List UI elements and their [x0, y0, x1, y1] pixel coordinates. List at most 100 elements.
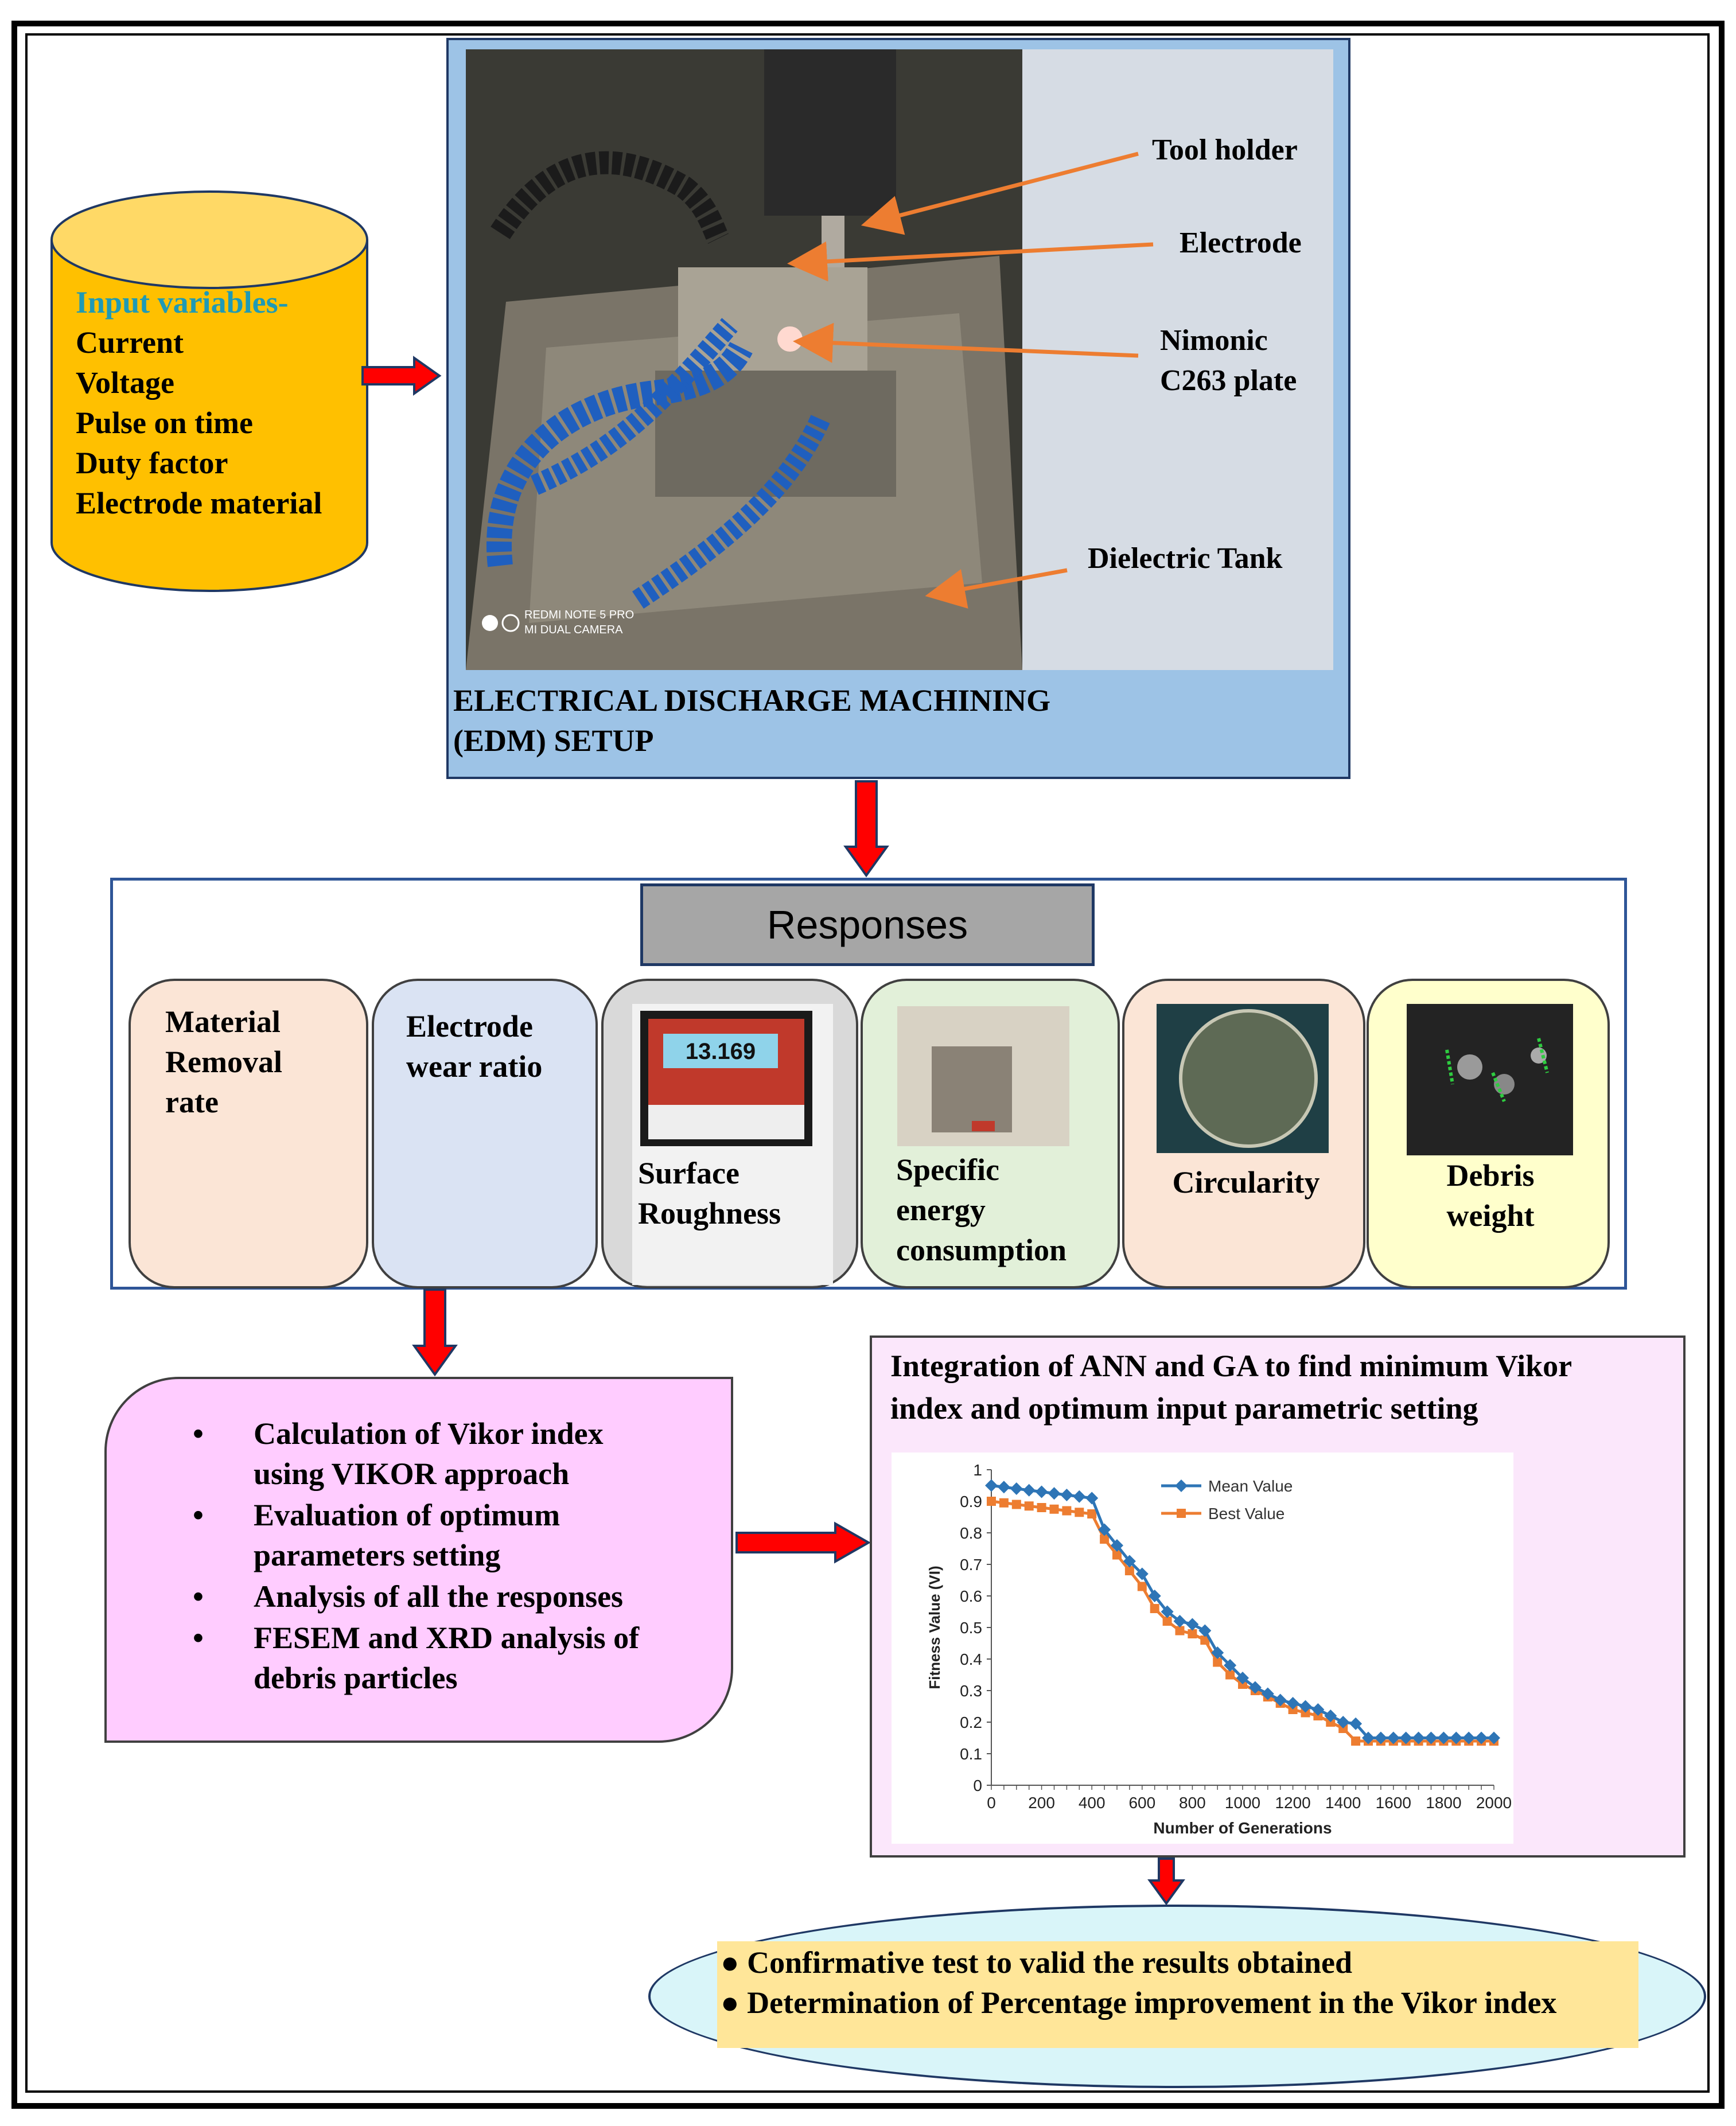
edm-setup-photo: REDMI NOTE 5 PRO MI DUAL CAMERA	[466, 49, 1022, 670]
response-sr-line2: Roughness	[638, 1196, 781, 1231]
best-value-point	[1024, 1501, 1034, 1511]
ann-ga-title-line2: index and optimum input parametric setti…	[890, 1391, 1478, 1426]
edm-caption: ELECTRICAL DISCHARGE MACHINING (EDM) SET…	[453, 680, 1050, 761]
input-variables-title: Input variables-	[76, 285, 289, 320]
roughness-meter-image: 13.169	[640, 1011, 812, 1146]
best-value-point	[1049, 1504, 1059, 1514]
mean-value-point	[1475, 1731, 1488, 1745]
input-variable-duty-factor: Duty factor	[76, 446, 228, 480]
mean-value-point	[1399, 1731, 1412, 1745]
mean-value-point	[1186, 1618, 1199, 1631]
label-tool-holder: Tool holder	[1152, 134, 1298, 166]
x-tick-label: 200	[1028, 1794, 1055, 1812]
energy-meter-image	[897, 1006, 1069, 1146]
response-sec-line1: Specific	[896, 1152, 999, 1187]
input-variables-cylinder	[50, 190, 368, 592]
response-sr-line1: Surface	[638, 1156, 739, 1190]
mean-value-point	[1337, 1716, 1350, 1728]
response-sec-line2: energy	[896, 1193, 986, 1227]
best-value-point	[1175, 1626, 1185, 1636]
bullet-icon: ●	[721, 1985, 748, 2020]
y-axis-label: Fitness Value (VI)	[926, 1566, 943, 1689]
best-value-point	[1351, 1736, 1361, 1746]
arrow-down-icon	[1147, 1858, 1185, 1906]
mean-value-point	[1261, 1687, 1274, 1700]
responses-title: Responses	[640, 883, 1095, 966]
outer-frame	[11, 21, 1725, 2109]
response-card-mrr: Material Removal rate	[129, 979, 368, 1288]
best-value-point	[1150, 1604, 1159, 1613]
input-variable-pulse-on-time: Pulse on time	[76, 406, 253, 440]
mean-value-point	[1374, 1731, 1387, 1745]
best-value-point	[1188, 1629, 1197, 1638]
mean-value-point	[1211, 1646, 1224, 1659]
best-value-point	[1225, 1670, 1235, 1680]
conclusion-box	[717, 1941, 1638, 2048]
label-plate-line1: Nimonic	[1160, 324, 1268, 357]
y-tick-label: 0.4	[960, 1650, 982, 1668]
response-card-sec: Specific energy consumption	[861, 979, 1120, 1288]
legend-marker	[1177, 1509, 1186, 1518]
mean-value-point	[1161, 1605, 1174, 1618]
best-value-point	[1087, 1509, 1097, 1518]
response-debris-line1: Debris	[1446, 1158, 1535, 1193]
mean-value-point	[1224, 1659, 1237, 1672]
mean-value-point	[1010, 1482, 1023, 1495]
response-mrr-label: Material Removal rate	[165, 1002, 282, 1122]
y-tick-label: 1	[973, 1461, 982, 1479]
arrow-right-icon	[361, 356, 442, 396]
conclusion-text: ● Confirmative test to valid the results…	[721, 1942, 1556, 2023]
mean-value-point	[1048, 1487, 1061, 1500]
best-value-point	[1137, 1582, 1147, 1591]
arrow-down-icon	[412, 1288, 458, 1377]
mean-value-point	[1123, 1555, 1136, 1568]
input-variable-current: Current	[76, 325, 184, 360]
best-value-point	[1112, 1550, 1122, 1560]
response-mrr-line2: Removal	[165, 1045, 282, 1079]
mean-value-point	[1362, 1731, 1375, 1745]
input-variable-voltage: Voltage	[76, 365, 174, 400]
vikor-bullet: Analysis of all the responses	[107, 1576, 731, 1617]
best-value-point	[1100, 1535, 1110, 1544]
y-tick-label: 0.3	[960, 1682, 982, 1700]
input-variables-list: Input variables- Current Voltage Pulse o…	[76, 282, 363, 523]
x-tick-label: 800	[1179, 1794, 1206, 1812]
x-tick-label: 400	[1079, 1794, 1106, 1812]
y-tick-label: 0.5	[960, 1619, 982, 1637]
best-value-point	[987, 1497, 996, 1506]
response-debris-line2: weight	[1446, 1198, 1535, 1233]
arrow-right-icon	[735, 1521, 871, 1564]
best-value-point	[1011, 1500, 1021, 1509]
mean-value-point	[1148, 1590, 1161, 1602]
roughness-reading: 13.169	[686, 1039, 756, 1064]
mean-value-point	[985, 1479, 998, 1492]
edm-pointer-arrows	[787, 151, 1154, 609]
mean-value-point	[1098, 1523, 1111, 1536]
series-line-mean	[991, 1484, 1494, 1739]
mean-value-point	[1286, 1697, 1299, 1710]
mean-value-point	[1236, 1672, 1249, 1684]
mean-value-point	[1349, 1717, 1363, 1730]
x-tick-label: 2000	[1476, 1794, 1512, 1812]
x-tick-label: 1800	[1426, 1794, 1461, 1812]
legend-marker	[1175, 1479, 1188, 1492]
conclusion-item: ● Confirmative test to valid the results…	[721, 1945, 1353, 1980]
best-value-point	[1075, 1508, 1084, 1517]
input-variable-electrode-material: Electrode material	[76, 486, 322, 520]
mean-value-point	[1135, 1567, 1149, 1580]
ann-ga-title-line1: Integration of ANN and GA to find minimu…	[890, 1349, 1572, 1383]
mean-value-point	[1111, 1539, 1123, 1552]
inner-frame	[25, 33, 1710, 2093]
mean-value-point	[1085, 1492, 1099, 1505]
x-tick-label: 600	[1128, 1794, 1155, 1812]
y-tick-label: 0.8	[960, 1524, 982, 1542]
debris-image	[1407, 1004, 1573, 1155]
mean-value-point	[1022, 1483, 1036, 1497]
mean-value-point	[1450, 1731, 1463, 1745]
response-sec-label: Specific energy consumption	[896, 1150, 1066, 1270]
y-tick-label: 0.7	[960, 1556, 982, 1574]
response-debris-label: Debris weight	[1369, 1155, 1612, 1236]
